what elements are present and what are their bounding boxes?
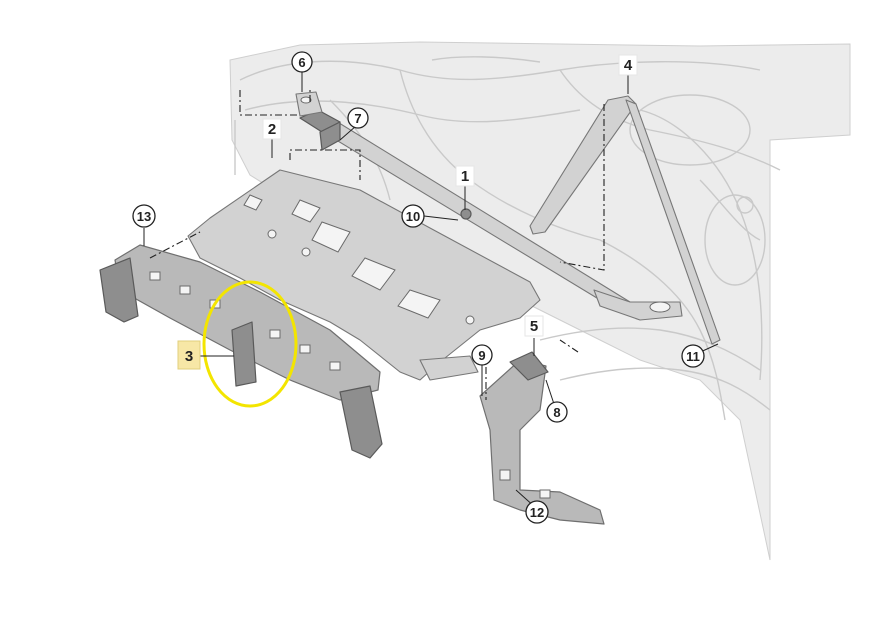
part-1-cross-brace bbox=[295, 91, 683, 321]
svg-text:3: 3 bbox=[185, 348, 193, 365]
svg-text:4: 4 bbox=[624, 57, 633, 74]
callout-11: 11 bbox=[681, 344, 705, 368]
highlight-ellipse bbox=[202, 280, 298, 408]
svg-text:9: 9 bbox=[478, 348, 485, 363]
svg-text:2: 2 bbox=[268, 121, 276, 138]
callout-10: 10 bbox=[401, 204, 425, 228]
vehicle-body-background bbox=[229, 41, 851, 561]
assembly-lines bbox=[149, 90, 605, 400]
callout-9: 9 bbox=[471, 344, 493, 366]
svg-text:11: 11 bbox=[686, 349, 700, 364]
part-2-plate bbox=[187, 169, 541, 381]
bumper-carrier bbox=[99, 244, 383, 459]
callout-3: 3 bbox=[177, 340, 201, 370]
callout-6: 6 bbox=[291, 51, 313, 73]
callout-12: 12 bbox=[525, 500, 549, 524]
svg-text:12: 12 bbox=[530, 505, 544, 520]
svg-text:10: 10 bbox=[406, 209, 420, 224]
callout-5: 5 bbox=[524, 315, 544, 337]
part-4-strut bbox=[529, 95, 721, 345]
callout-2: 2 bbox=[262, 118, 282, 140]
svg-text:13: 13 bbox=[137, 209, 151, 224]
callouts: 1 2 3 4 5 6 7 8 bbox=[132, 51, 705, 524]
svg-text:8: 8 bbox=[553, 405, 560, 420]
callout-7: 7 bbox=[347, 107, 369, 129]
svg-text:5: 5 bbox=[530, 318, 538, 335]
callout-13: 13 bbox=[132, 204, 156, 228]
callout-1: 1 bbox=[455, 165, 475, 187]
callout-8: 8 bbox=[546, 401, 568, 423]
svg-text:7: 7 bbox=[354, 111, 361, 126]
svg-text:1: 1 bbox=[461, 168, 469, 185]
part-5-bracket bbox=[479, 351, 605, 525]
svg-text:6: 6 bbox=[298, 55, 305, 70]
callout-4: 4 bbox=[618, 54, 638, 76]
